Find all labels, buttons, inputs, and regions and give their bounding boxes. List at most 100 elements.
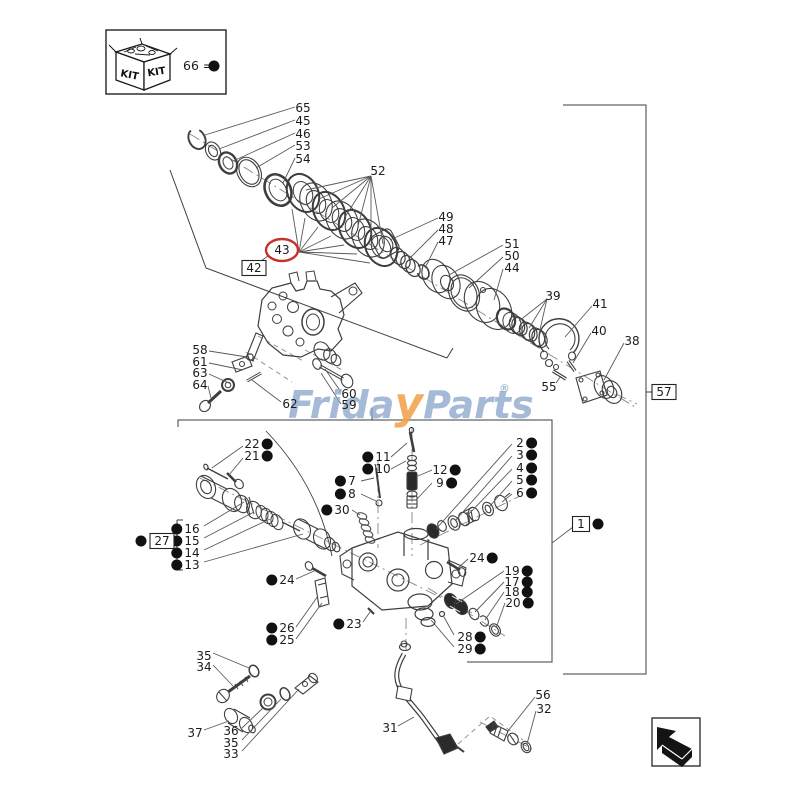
svg-text:1: 1: [577, 517, 585, 531]
part-label-53: 53: [295, 139, 310, 153]
bolt-60-59: [312, 358, 354, 389]
bracket-42-group: [169, 169, 454, 359]
pin-40: [566, 360, 577, 372]
nut-36: [259, 693, 277, 711]
part-label-29: 29: [457, 642, 486, 656]
part-label-2: 2: [516, 436, 538, 450]
watermark-swoosh: y: [394, 378, 425, 429]
svg-text:7: 7: [348, 474, 356, 488]
svg-text:15: 15: [184, 534, 199, 548]
svg-text:46: 46: [295, 127, 310, 141]
part-label-20: 20: [505, 596, 534, 610]
svg-text:32: 32: [536, 702, 551, 716]
part-label-46: 46: [295, 127, 310, 141]
svg-text:29: 29: [457, 642, 472, 656]
upper-exploded-assembly: [187, 128, 623, 413]
spool-13: [281, 518, 341, 553]
part-label-38: 38: [624, 334, 639, 348]
svg-text:6: 6: [516, 486, 524, 500]
seal-ring-50: [447, 274, 481, 312]
ring-53: [235, 156, 263, 188]
svg-text:25: 25: [279, 633, 294, 647]
part-label-33: 33: [223, 747, 238, 761]
lower-leader-lines: [203, 442, 574, 752]
pin-23: [367, 607, 375, 615]
part-label-23: 23: [333, 617, 362, 631]
spring-14: [255, 504, 284, 531]
part-label-64: 64: [192, 378, 207, 392]
roll-pin-55: [552, 369, 567, 381]
banjo-fitting-33: [294, 672, 319, 695]
svg-text:8: 8: [348, 487, 356, 501]
bracket-1-group: [177, 408, 553, 663]
part-label-55: 55: [541, 380, 556, 394]
svg-text:54: 54: [295, 152, 310, 166]
fitting-56-32: [485, 720, 532, 754]
clutch-disc-pack-52: [285, 172, 399, 268]
oring-20: [489, 623, 501, 637]
watermark-text-end: Parts: [423, 383, 534, 427]
svg-text:61: 61: [192, 355, 207, 369]
svg-text:57: 57: [656, 385, 671, 399]
part-label-32: 32: [536, 702, 551, 716]
svg-text:36: 36: [223, 724, 238, 738]
rod-11-10: [406, 426, 418, 472]
pin-62: [246, 371, 262, 383]
springs-39: [508, 315, 548, 349]
part-label-28: 28: [457, 630, 486, 644]
part-label-50: 50: [504, 249, 519, 263]
part-label-47: 47: [438, 234, 453, 248]
svg-text:35: 35: [196, 649, 211, 663]
part-label-24: 24: [469, 551, 498, 565]
part-label-60: 60: [341, 387, 356, 401]
part-label-41: 41: [592, 297, 607, 311]
svg-text:42: 42: [246, 261, 261, 275]
ring-35-bottom: [279, 687, 291, 701]
part-label-30: 30: [321, 503, 350, 517]
svg-text:21: 21: [244, 449, 259, 463]
part-label-37: 37: [187, 726, 202, 740]
svg-text:26: 26: [279, 621, 294, 635]
ring-3: [447, 515, 461, 531]
clip-18: [479, 615, 489, 627]
part-label-56: 56: [535, 688, 550, 702]
kit-legend-text: 66 =: [183, 58, 213, 73]
svg-text:49: 49: [438, 210, 453, 224]
svg-text:31: 31: [382, 721, 397, 735]
svg-text:3: 3: [516, 448, 524, 462]
part-label-12: 12: [432, 463, 461, 477]
svg-text:37: 37: [187, 726, 202, 740]
part-label-21: 21: [244, 449, 273, 463]
coupler-15: [234, 494, 262, 520]
svg-text:13: 13: [184, 558, 199, 572]
part-label-58: 58: [192, 343, 207, 357]
needle-7-8: [374, 463, 383, 507]
valve-body: [339, 527, 467, 628]
svg-text:11: 11: [375, 450, 390, 464]
fridayparts-watermark: FridayParts ®: [288, 378, 534, 429]
part-label-13: 13: [171, 558, 200, 572]
svg-text:43: 43: [274, 243, 289, 257]
bracket-57-group: [563, 104, 654, 675]
part-label-16: 16: [171, 522, 200, 536]
part-label-5: 5: [516, 473, 538, 487]
svg-text:20: 20: [505, 596, 520, 610]
nav-arrow-button[interactable]: [651, 717, 701, 767]
svg-text:12: 12: [432, 463, 447, 477]
kit-face-label-left: KIT: [119, 68, 139, 82]
bolt-64: [199, 389, 223, 413]
svg-text:16: 16: [184, 522, 199, 536]
upper-leader-lines: [204, 106, 625, 405]
svg-text:39: 39: [545, 289, 560, 303]
part-label-57: 57: [651, 383, 677, 401]
part-label-42: 42: [241, 259, 267, 277]
svg-text:58: 58: [192, 343, 207, 357]
svg-text:55: 55: [541, 380, 556, 394]
svg-text:47: 47: [438, 234, 453, 248]
part-label-43: 43: [264, 237, 300, 263]
part-label-52: 52: [370, 164, 385, 178]
bolt-34: [216, 674, 251, 704]
splined-hub-46: [217, 151, 239, 175]
part-label-1: 1: [571, 515, 604, 533]
part-label-35: 35: [196, 649, 211, 663]
